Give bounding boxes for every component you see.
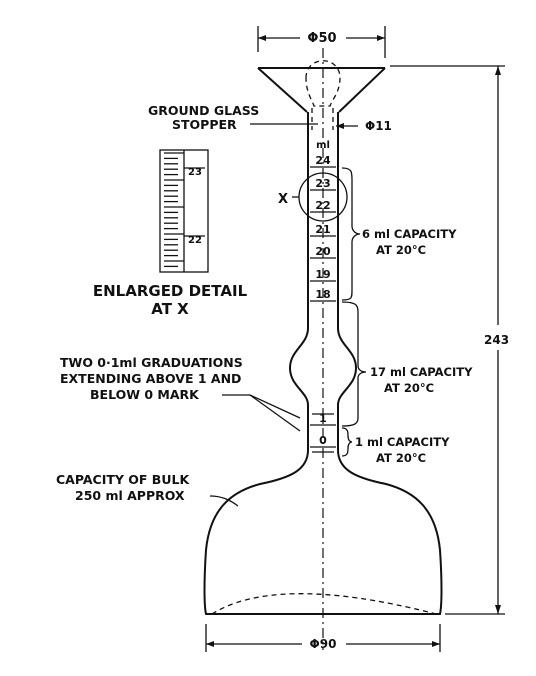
top-diameter-dimension: Φ50 xyxy=(257,26,386,58)
two-graduations-label: TWO 0·1ml GRADUATIONS EXTENDING ABOVE 1 … xyxy=(60,355,301,432)
graduated-neck: ml xyxy=(307,112,339,328)
svg-text:AT 20°C: AT 20°C xyxy=(384,381,434,395)
base-diameter-dimension: Φ90 xyxy=(205,624,441,652)
enlarged-detail: 23 22 ENLARGED DETAIL AT X xyxy=(93,149,248,318)
svg-text:6 ml CAPACITY: 6 ml CAPACITY xyxy=(362,227,457,241)
enlarged-detail-subtitle: AT X xyxy=(151,300,189,318)
funnel-head xyxy=(257,60,386,130)
graduation-label-24: 24 xyxy=(315,154,331,167)
base-diameter-label: Φ90 xyxy=(310,637,337,651)
svg-text:AT 20°C: AT 20°C xyxy=(376,243,426,257)
svg-text:250 ml APPROX: 250 ml APPROX xyxy=(75,488,185,503)
detail-marker-label: X xyxy=(278,192,288,207)
capacity-1ml-brace: 1 ml CAPACITY AT 20°C xyxy=(341,427,450,465)
svg-text:17 ml CAPACITY: 17 ml CAPACITY xyxy=(370,365,473,379)
ml-unit-label: ml xyxy=(316,140,330,151)
ground-glass-label: GROUND GLASS STOPPER xyxy=(148,103,318,132)
detail-tick-marks xyxy=(164,152,184,268)
enlarged-detail-title: ENLARGED DETAIL xyxy=(93,282,248,300)
graduation-label-22: 22 xyxy=(315,199,330,212)
graduation-label-1: 1 xyxy=(319,412,327,425)
stopper-diameter-label: Φ11 xyxy=(365,119,392,133)
graduation-label-0: 0 xyxy=(319,434,327,447)
svg-text:EXTENDING ABOVE 1 AND: EXTENDING ABOVE 1 AND xyxy=(60,371,241,386)
middle-bulb xyxy=(288,327,358,450)
detail-grad-23: 23 xyxy=(188,167,202,178)
height-dimension: 243 xyxy=(390,65,509,615)
capacity-6ml-brace: 6 ml CAPACITY AT 20°C xyxy=(341,167,457,301)
svg-text:STOPPER: STOPPER xyxy=(172,117,237,132)
svg-text:TWO 0·1ml GRADUATIONS: TWO 0·1ml GRADUATIONS xyxy=(60,355,243,370)
detail-grad-22: 22 xyxy=(188,235,202,246)
capacity-17ml-brace: 17 ml CAPACITY AT 20°C xyxy=(341,301,473,427)
stopper-diameter-dimension: Φ11 xyxy=(336,119,392,133)
top-diameter-label: Φ50 xyxy=(307,31,336,46)
height-label: 243 xyxy=(484,333,509,347)
detail-callout: X xyxy=(278,172,348,222)
svg-text:1 ml CAPACITY: 1 ml CAPACITY xyxy=(355,435,450,449)
svg-text:GROUND GLASS: GROUND GLASS xyxy=(148,103,259,118)
svg-text:AT 20°C: AT 20°C xyxy=(376,451,426,465)
svg-text:CAPACITY OF BULK: CAPACITY OF BULK xyxy=(56,472,190,487)
bulk-capacity-label: CAPACITY OF BULK 250 ml APPROX xyxy=(56,472,239,507)
svg-text:BELOW 0 MARK: BELOW 0 MARK xyxy=(90,387,200,402)
